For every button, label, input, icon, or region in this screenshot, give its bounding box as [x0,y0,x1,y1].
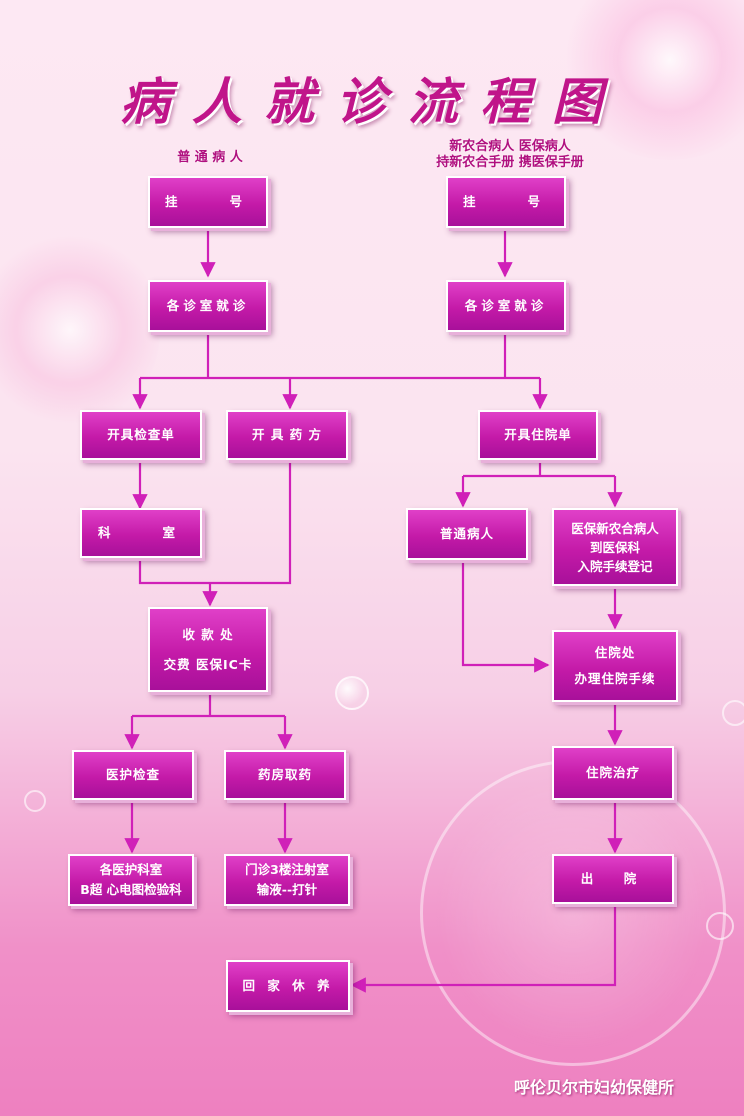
node-injection-line2: 输液--打针 [256,882,318,897]
node-admission-office-line1: 住院处 [594,645,636,660]
node-insured-patient: 医保新农合病人 到医保科 入院手续登记 [552,508,678,586]
node-cashier-line2: 交费 医保IC卡 [163,656,253,672]
node-medical-exam: 医护检查 [72,750,194,800]
node-departments: 各医护科室 B超 心电图检验科 [68,854,194,906]
node-consult-left: 各诊室就诊 [148,280,268,332]
node-cashier-line1: 收 款 处 [182,626,234,642]
node-register-left: 挂 号 [148,176,268,228]
node-pharmacy: 药房取药 [224,750,346,800]
caption-insured-patient: 新农合病人 医保病人 持新农合手册 携医保手册 [410,139,610,171]
line-department-to-cashier [138,558,210,585]
node-consult-right: 各诊室就诊 [446,280,566,332]
arrow-normal-to-admission-office [461,560,550,673]
node-insured-line1: 医保新农合病人 [571,520,659,536]
node-admission-order: 开具住院单 [478,410,598,460]
node-home-rest: 回 家 休 养 [226,960,350,1012]
node-injection-room: 门诊3楼注射室 输液--打针 [224,854,350,906]
caption-insured-line2: 持新农合手册 携医保手册 [436,155,584,170]
node-register-right: 挂 号 [446,176,566,228]
node-cashier: 收 款 处 交费 医保IC卡 [148,607,268,692]
node-injection-line1: 门诊3楼注射室 [245,862,329,877]
node-insured-line2: 到医保科 [589,539,640,555]
node-admission-office: 住院处 办理住院手续 [552,630,678,702]
node-normal-patient: 普通病人 [406,508,528,560]
node-exam-order: 开具检查单 [80,410,202,460]
line-prescription-to-cashier [210,460,292,585]
arrow-discharge-to-home [350,904,617,993]
node-department: 科 室 [80,508,202,558]
node-departments-line1: 各医护科室 [99,862,163,877]
caption-insured-line1: 新农合病人 医保病人 [449,139,571,154]
node-inpatient: 住院治疗 [552,746,674,800]
node-departments-line2: B超 心电图检验科 [80,882,182,897]
node-insured-line3: 入院手续登记 [577,558,653,574]
node-prescription: 开 具 药 方 [226,410,348,460]
page-title: 病人就诊流程图 [120,72,624,131]
caption-normal-patient: 普 通 病 人 [177,150,243,165]
node-discharge: 出 院 [552,854,674,904]
node-admission-office-line2: 办理住院手续 [574,671,656,686]
footer-organization: 呼伦贝尔市妇幼保健所 [513,1078,674,1097]
